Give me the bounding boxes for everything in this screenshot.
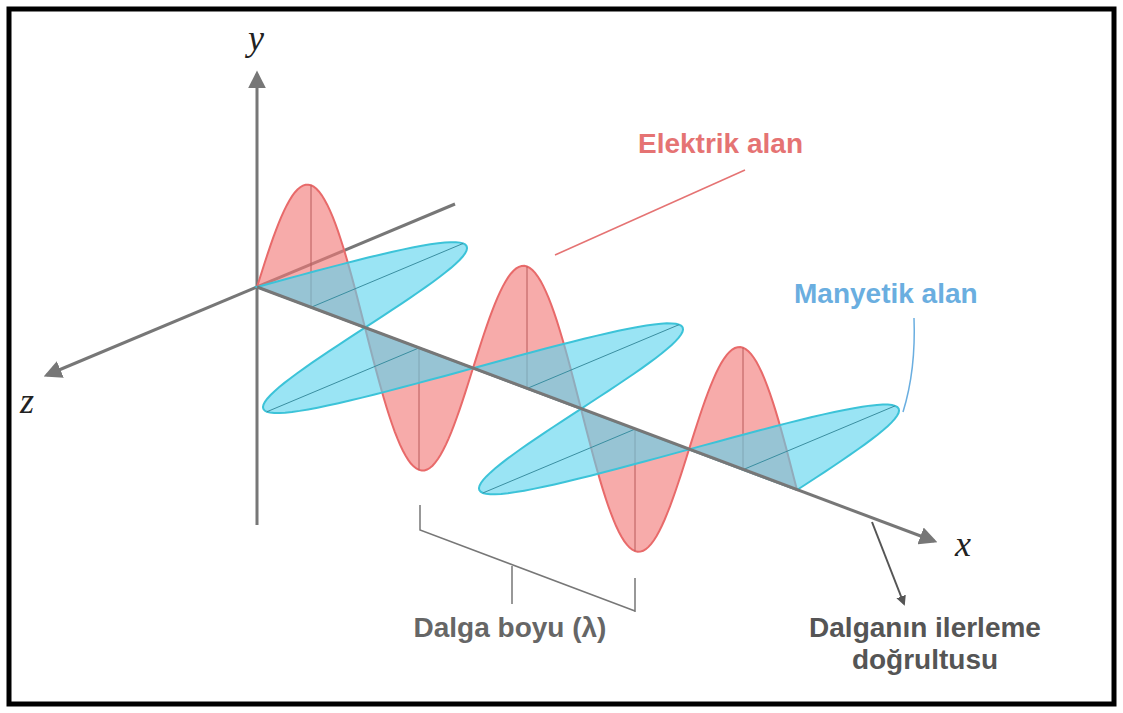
leader-line — [555, 170, 745, 255]
magnetic-lobe — [473, 323, 683, 408]
magnetic-lobe — [479, 409, 689, 494]
axis-label: x — [955, 526, 995, 562]
frame — [9, 9, 1114, 704]
lobe-midline — [483, 429, 635, 493]
magnetic-lobe — [689, 405, 899, 490]
direction-arrow — [872, 522, 904, 604]
field-label: Manyetik alan — [794, 278, 1094, 310]
electric-field-wave — [257, 185, 797, 552]
field-label: Elektrik alan — [638, 128, 898, 160]
lobe-midline — [267, 348, 419, 412]
magnetic-lobe — [263, 328, 473, 413]
y-axis — [256, 74, 259, 525]
lobe-midline — [311, 243, 463, 307]
leader-line — [903, 318, 914, 412]
dimension-label: Dalga boyu (λ) — [350, 612, 670, 644]
lobe-midline — [527, 325, 679, 389]
magnetic-lobe — [257, 242, 467, 327]
direction-label: Dalganın ilerleme doğrultusu — [745, 612, 1105, 676]
x-axis — [257, 287, 934, 541]
axis-label: z — [20, 383, 60, 419]
wavelength-bracket — [420, 505, 635, 612]
lobe-midline — [743, 406, 895, 470]
axis-label: y — [248, 20, 288, 56]
